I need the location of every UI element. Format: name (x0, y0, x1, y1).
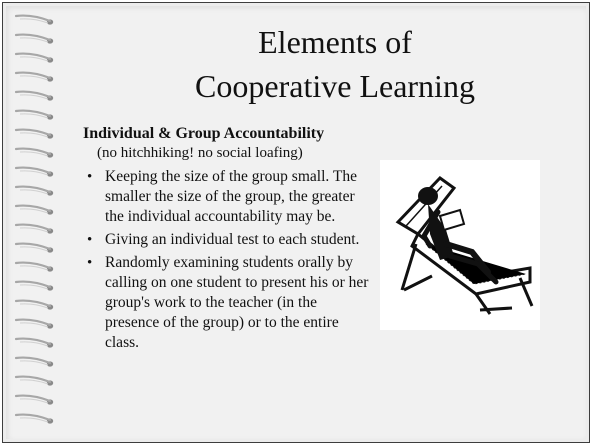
binding-wire-highlight (19, 37, 49, 43)
binding-wire (14, 109, 52, 118)
binding-wire (14, 52, 52, 61)
binding-wire-highlight (19, 151, 49, 157)
binding-wire-highlight (19, 265, 49, 271)
binding-wire-highlight (19, 379, 49, 385)
binding-wire (14, 204, 52, 213)
bullet-item: • Randomly examining students orally by … (83, 253, 373, 353)
binding-wire (14, 280, 52, 289)
binding-wire-highlight (19, 56, 49, 62)
binding-wire (14, 413, 52, 422)
binding-wire (14, 166, 52, 175)
binding-wire (14, 318, 52, 327)
bullet-item: • Giving an individual test to each stud… (83, 230, 373, 250)
binding-wire-highlight (19, 227, 49, 233)
section-heading: Individual & Group Accountability (83, 125, 325, 142)
binding-wire (14, 71, 52, 80)
title-line-2: Cooperative Learning (195, 68, 475, 104)
binding-wire (14, 261, 52, 270)
binding-wire-highlight (19, 284, 49, 290)
binding-wire (14, 356, 52, 365)
title-line-1: Elements of (258, 24, 412, 60)
bullet-text: Giving an individual test to each studen… (105, 231, 360, 248)
binding-wire (14, 299, 52, 308)
binding-wire-highlight (19, 246, 49, 252)
bullet-text: Randomly examining students orally by ca… (105, 254, 369, 351)
binding-wire-highlight (19, 170, 49, 176)
binding-wire (14, 337, 52, 346)
binding-wire-highlight (19, 132, 49, 138)
binding-wire (14, 14, 52, 23)
binding-wire (14, 90, 52, 99)
binding-wire-highlight (19, 208, 49, 214)
binding-wire (14, 185, 52, 194)
slide-title: Elements of Cooperative Learning (120, 20, 550, 108)
bullet-item: • Keeping the size of the group small. T… (83, 167, 373, 227)
binding-wire (14, 242, 52, 251)
binding-wire-highlight (19, 189, 49, 195)
spiral-binding-icon (14, 14, 54, 424)
binding-wire-highlight (19, 75, 49, 81)
binding-wire-highlight (19, 18, 49, 24)
binding-wire (14, 223, 52, 232)
binding-wire-highlight (19, 113, 49, 119)
section-note: (no hitchhiking! no social loafing) (97, 145, 303, 161)
binding-wire-highlight (19, 94, 49, 100)
binding-wire-highlight (19, 417, 49, 423)
binding-wire-highlight (19, 360, 49, 366)
binding-wire-highlight (19, 341, 49, 347)
binding-wire-highlight (19, 398, 49, 404)
binding-wire (14, 128, 52, 137)
binding-wire (14, 33, 52, 42)
bullet-dot-icon: • (87, 169, 93, 185)
bullet-dot-icon: • (87, 255, 93, 271)
binding-wire (14, 375, 52, 384)
binding-wire-highlight (19, 322, 49, 328)
binding-wire-highlight (19, 303, 49, 309)
binding-wire (14, 147, 52, 156)
bullet-dot-icon: • (87, 232, 93, 248)
bullet-list: • Keeping the size of the group small. T… (83, 167, 373, 356)
bullet-text: Keeping the size of the group small. The… (105, 168, 357, 225)
binding-wire (14, 394, 52, 403)
person-in-lounge-chair-icon (380, 160, 540, 330)
